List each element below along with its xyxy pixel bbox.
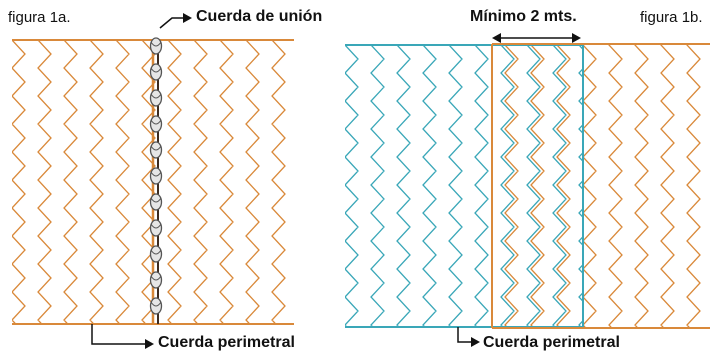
rope-loop-twist [150,249,162,255]
orange-net-figure-a [12,40,286,324]
perimeter-rope-b-leader [457,327,474,343]
rope-loop-twist [150,223,162,229]
perimeter-rope-a-arrowhead [145,339,154,349]
figure-b-caption: figura 1b. [640,9,703,26]
rope-loop-twist [150,145,162,151]
overlap-right-arrowhead [572,33,581,43]
mesh-wire [12,40,286,324]
joining-rope-arrowhead [183,13,192,23]
joining-rope-leader [159,17,188,29]
perimeter-rope-b-arrowhead [471,337,480,347]
rope-loop-twist [150,171,162,177]
overlap-minimum-label: Mínimo 2 mts. [470,8,577,25]
joining-rope [149,37,163,324]
mesh-wire [345,45,583,327]
figure-a-perimeter-rope-label: Cuerda perimetral [158,334,295,351]
perimeter-rope-a-leader [91,324,148,345]
rope-loop-twist [150,197,162,203]
rope-loop-twist [150,93,162,99]
perimeter-ropes [12,39,710,329]
joining-rope-label: Cuerda de unión [196,8,323,25]
overlap-left-arrowhead [492,33,501,43]
rope-loop-twist [150,41,162,47]
rope-loop-twist [150,67,162,73]
figure-b-perimeter-rope-label: Cuerda perimetral [483,334,620,351]
callout-arrows [91,13,581,349]
rope-loop-twist [150,275,162,281]
teal-net-figure-b [345,45,583,327]
rope-loop-twist [150,301,162,307]
rope-loop-twist [150,119,162,125]
figure-a-caption: figura 1a. [8,9,71,26]
